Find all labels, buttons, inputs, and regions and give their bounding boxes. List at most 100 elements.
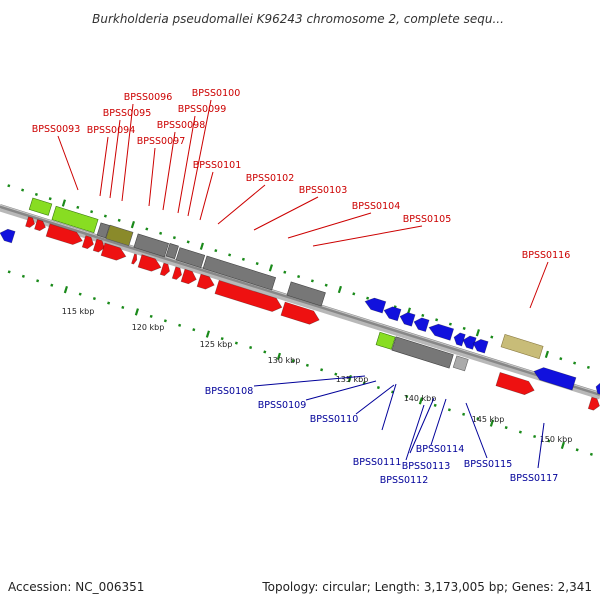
label-leader-line — [405, 404, 425, 461]
tick-mark — [107, 301, 111, 305]
label-leader-line — [409, 397, 435, 454]
tick-mark — [504, 426, 508, 430]
tick-mark — [50, 283, 54, 287]
sequence-summary: Topology: circular; Length: 3,173,005 bp… — [262, 580, 592, 594]
tick-mark — [489, 419, 495, 427]
label-leader-line — [529, 261, 549, 309]
scale-label: 135 kbp — [336, 375, 369, 384]
tick-mark — [228, 253, 232, 257]
label-leader-line — [253, 196, 319, 231]
cog-feature — [105, 224, 134, 247]
genes — [0, 216, 600, 411]
reverse-gene — [413, 317, 430, 333]
gene-label-bpss0113: BPSS0113 — [402, 461, 450, 472]
forward-gene — [495, 371, 535, 396]
tick-mark — [145, 227, 149, 231]
tick-mark — [283, 270, 287, 274]
tick-mark — [533, 434, 537, 439]
tick-mark — [172, 236, 176, 240]
length-value: 3,173,005 bp — [423, 580, 504, 594]
tick-mark — [586, 365, 590, 369]
tick-mark — [589, 452, 593, 456]
tick-mark — [447, 408, 451, 412]
label-leader-line — [381, 383, 397, 431]
cog-feature — [133, 233, 170, 258]
tick-mark — [263, 350, 267, 354]
cog-feature — [202, 255, 277, 291]
tick-mark — [462, 326, 466, 331]
gene-label-bpss0096: BPSS0096 — [124, 92, 172, 103]
tick-mark — [78, 292, 82, 296]
forward-gene — [100, 242, 127, 261]
gene-label-bpss0098: BPSS0098 — [157, 120, 205, 131]
tick-mark — [352, 292, 356, 296]
tick-mark — [178, 323, 182, 327]
gene-label-bpss0116: BPSS0116 — [522, 250, 570, 261]
reverse-gene — [472, 339, 489, 354]
forward-gene — [131, 253, 138, 265]
tick-mark — [21, 274, 25, 278]
tick-mark — [163, 319, 167, 323]
tick-mark — [544, 350, 550, 359]
tick-mark — [518, 430, 522, 434]
tick-mark — [462, 412, 466, 416]
scale-label: 120 kbp — [132, 323, 165, 332]
forward-gene — [214, 279, 283, 312]
scale-label: 140 kbp — [404, 394, 437, 403]
gene-label-bpss0104: BPSS0104 — [352, 201, 400, 212]
tick-mark — [214, 249, 218, 253]
forward-gene — [280, 301, 320, 325]
forward-gene — [92, 238, 105, 253]
tick-mark — [575, 448, 579, 452]
forward-gene — [196, 273, 215, 290]
cog-feature — [375, 331, 396, 350]
cog-feature — [452, 355, 469, 372]
tick-mark — [130, 220, 136, 229]
backbone-line — [0, 204, 600, 396]
cog-feature — [286, 281, 326, 307]
reverse-gene — [453, 332, 466, 347]
map-title: Burkholderia pseudomallei K96243 chromos… — [92, 12, 504, 26]
tick-mark — [186, 240, 190, 244]
forward-gene — [137, 254, 162, 272]
tick-mark — [268, 264, 274, 272]
tick-mark — [255, 262, 259, 266]
label-leader-line — [177, 115, 196, 214]
reverse-gene — [399, 312, 416, 327]
label-leader-line — [199, 171, 214, 221]
gene-label-bpss0093: BPSS0093 — [32, 124, 80, 135]
label-leader-line — [253, 375, 366, 387]
tick-mark — [92, 297, 96, 301]
reverse-gene — [383, 306, 402, 322]
cog-feature — [175, 247, 206, 269]
tick-mark — [297, 275, 301, 279]
label-leader-line — [148, 147, 156, 207]
tick-mark — [476, 417, 480, 421]
tick-mark — [435, 318, 439, 322]
gene-label-bpss0109: BPSS0109 — [258, 400, 306, 411]
gene-label-bpss0101: BPSS0101 — [193, 160, 241, 171]
tick-mark — [220, 337, 224, 341]
tick-mark — [21, 188, 25, 192]
label-leader-line — [305, 380, 377, 401]
tick-mark — [117, 218, 121, 222]
gene-label-bpss0117: BPSS0117 — [510, 473, 558, 484]
gene-label-bpss0094: BPSS0094 — [87, 125, 135, 136]
tick-mark — [192, 328, 196, 332]
label-leader-line — [217, 184, 266, 225]
tick-mark — [121, 305, 125, 310]
tick-mark — [249, 345, 253, 350]
label-leader-line — [57, 135, 79, 191]
tick-mark — [547, 439, 551, 443]
reverse-gene — [0, 228, 16, 244]
tick-mark — [366, 296, 370, 300]
forward-gene — [171, 266, 182, 280]
tick-mark — [234, 341, 238, 345]
scale-label: 150 kbp — [540, 435, 573, 444]
tick-mark — [320, 368, 324, 372]
tick-mark — [573, 361, 577, 365]
tick-mark — [405, 394, 409, 399]
gene-label-bpss0099: BPSS0099 — [178, 104, 226, 115]
cog-feature — [500, 334, 544, 360]
